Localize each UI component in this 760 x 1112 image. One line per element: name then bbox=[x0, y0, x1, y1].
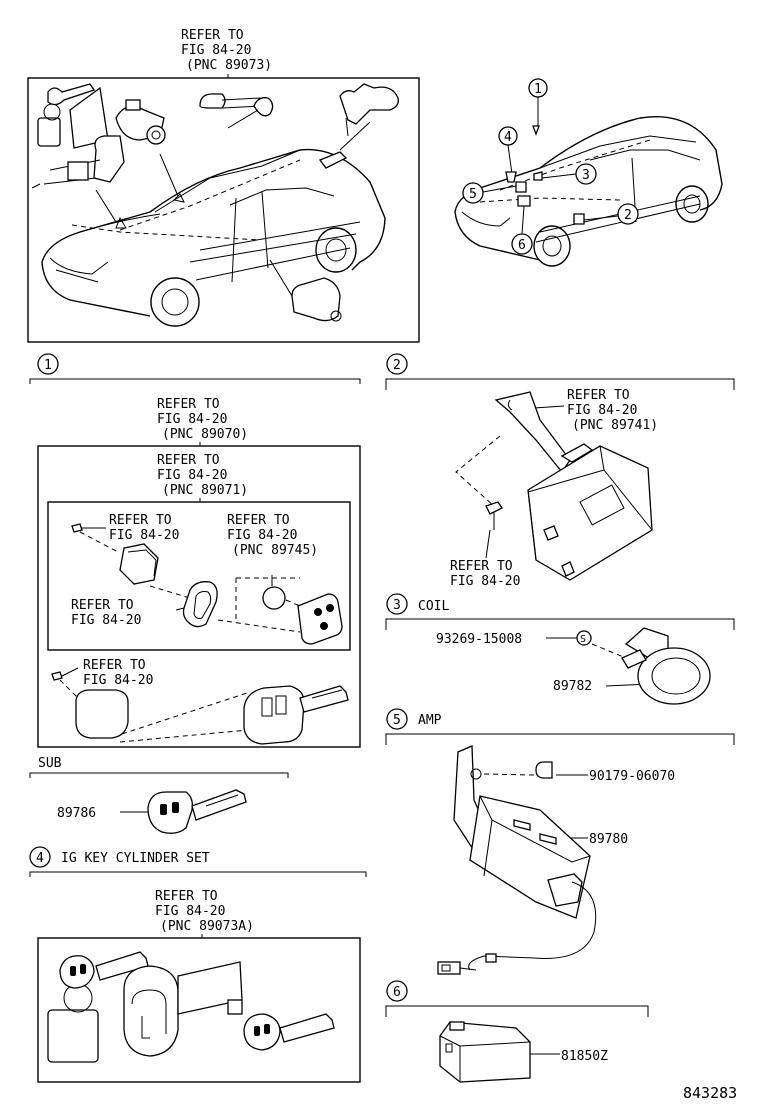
s2-bracket-refer-line2: FIG 84-20 bbox=[567, 403, 637, 418]
callout-6-label: 6 bbox=[518, 238, 526, 253]
callout-3-label: 3 bbox=[582, 168, 590, 183]
s3-screw-part: 93269-15008 bbox=[436, 632, 522, 647]
section-2: 2 REFER TO FIG 84-20 (PNC 89741) REFER T… bbox=[385, 353, 735, 589]
transmitter-parts bbox=[71, 523, 343, 645]
s1-key-screw-refer-line1: REFER TO bbox=[83, 658, 146, 673]
s4-frame bbox=[37, 937, 361, 1083]
section-4: 4 IG KEY CYLINDER SET REFER TO FIG 84-20… bbox=[29, 846, 367, 1083]
overview-refer-line1: REFER TO bbox=[181, 28, 244, 43]
section-3-title: COIL bbox=[418, 599, 449, 614]
s1-screw-refer-line1: REFER TO bbox=[109, 513, 172, 528]
s6-part: 81850Z bbox=[561, 1049, 608, 1064]
s2-bracket-refer-line3: (PNC 89741) bbox=[572, 418, 658, 433]
ig-key-cylinder-illustration bbox=[47, 951, 335, 1063]
section-2-number: 2 bbox=[393, 358, 401, 373]
section-3: 3 COIL 93269-15008 S 89782 bbox=[385, 593, 735, 705]
section-5-title: AMP bbox=[418, 713, 442, 728]
key-set-illustration bbox=[31, 83, 399, 322]
s1-battery-refer-line1: REFER TO bbox=[227, 513, 290, 528]
section-3-number: 3 bbox=[393, 598, 401, 613]
s1-outer-frame bbox=[37, 445, 361, 748]
s1-screw-refer-line2: FIG 84-20 bbox=[109, 528, 179, 543]
s1-outer-refer-line2: FIG 84-20 bbox=[157, 412, 227, 427]
s1-inner-refer-line3: (PNC 89071) bbox=[162, 483, 248, 498]
sedan-illustration bbox=[41, 148, 386, 327]
callout-5-label: 5 bbox=[469, 187, 477, 202]
callout-5: 5 bbox=[462, 181, 527, 204]
s3-coil-part: 89782 bbox=[553, 679, 592, 694]
s1-battery-refer-line2: FIG 84-20 bbox=[227, 528, 297, 543]
overview-frame bbox=[27, 77, 420, 343]
section-6-number: 6 bbox=[393, 985, 401, 1000]
amplifier-illustration bbox=[437, 745, 597, 975]
callout-2-label: 2 bbox=[624, 208, 632, 223]
callout-1: 1 bbox=[528, 78, 548, 136]
s1-inner-frame bbox=[47, 501, 351, 651]
section-sub: SUB 89786 bbox=[29, 756, 289, 834]
callout-4: 4 bbox=[498, 126, 518, 183]
s5-clip-part: 90179-06070 bbox=[589, 769, 675, 784]
hatchback-illustration bbox=[454, 116, 723, 267]
callout-2: 2 bbox=[573, 203, 639, 225]
sub-title: SUB bbox=[38, 756, 62, 771]
relay-illustration bbox=[439, 1021, 531, 1083]
s1-ring-refer-line2: FIG 84-20 bbox=[71, 613, 141, 628]
callout-4-label: 4 bbox=[504, 130, 512, 145]
overview-panel: REFER TO FIG 84-20 (PNC 89073) bbox=[27, 28, 420, 343]
overview-refer-line3: (PNC 89073) bbox=[186, 58, 272, 73]
s1-battery-refer-line3: (PNC 89745) bbox=[232, 543, 318, 558]
smart-unit-illustration bbox=[455, 391, 653, 581]
section-5: 5 AMP 90179-06070 89780 bbox=[385, 708, 735, 975]
s2-bracket-refer-line1: REFER TO bbox=[567, 388, 630, 403]
overview-refer-line2: FIG 84-20 bbox=[181, 43, 251, 58]
s4-refer-line1: REFER TO bbox=[155, 889, 218, 904]
s4-refer-line2: FIG 84-20 bbox=[155, 904, 225, 919]
s1-outer-refer-line1: REFER TO bbox=[157, 397, 220, 412]
s1-key-screw-refer-line2: FIG 84-20 bbox=[83, 673, 153, 688]
sub-part-number: 89786 bbox=[57, 806, 96, 821]
s5-amp-part: 89780 bbox=[589, 832, 628, 847]
section-4-title: IG KEY CYLINDER SET bbox=[61, 851, 210, 866]
s1-outer-refer-line3: (PNC 89070) bbox=[162, 427, 248, 442]
section-6: 6 81850Z bbox=[385, 980, 649, 1083]
master-key-assembly bbox=[51, 667, 349, 745]
section-4-number: 4 bbox=[36, 851, 44, 866]
section-1: 1 REFER TO FIG 84-20 (PNC 89070) REFER T… bbox=[29, 353, 361, 748]
figure-number: 843283 bbox=[683, 1084, 737, 1102]
sub-key-illustration bbox=[147, 789, 247, 834]
transponder-coil-illustration bbox=[591, 627, 711, 705]
s4-refer-line3: (PNC 89073A) bbox=[160, 919, 254, 934]
s1-ring-refer-line1: REFER TO bbox=[71, 598, 134, 613]
svg-text:S: S bbox=[580, 634, 586, 645]
s2-bolt-refer-line1: REFER TO bbox=[450, 559, 513, 574]
s1-inner-refer-line2: FIG 84-20 bbox=[157, 468, 227, 483]
callout-1-label: 1 bbox=[534, 82, 542, 97]
section-5-number: 5 bbox=[393, 713, 401, 728]
s2-bolt-refer-line2: FIG 84-20 bbox=[450, 574, 520, 589]
locator-panel: 1 4 3 5 2 6 bbox=[454, 78, 723, 267]
s1-inner-refer-line1: REFER TO bbox=[157, 453, 220, 468]
callout-6: 6 bbox=[511, 195, 533, 255]
callout-3: 3 bbox=[533, 163, 597, 185]
section-1-number: 1 bbox=[44, 358, 52, 373]
